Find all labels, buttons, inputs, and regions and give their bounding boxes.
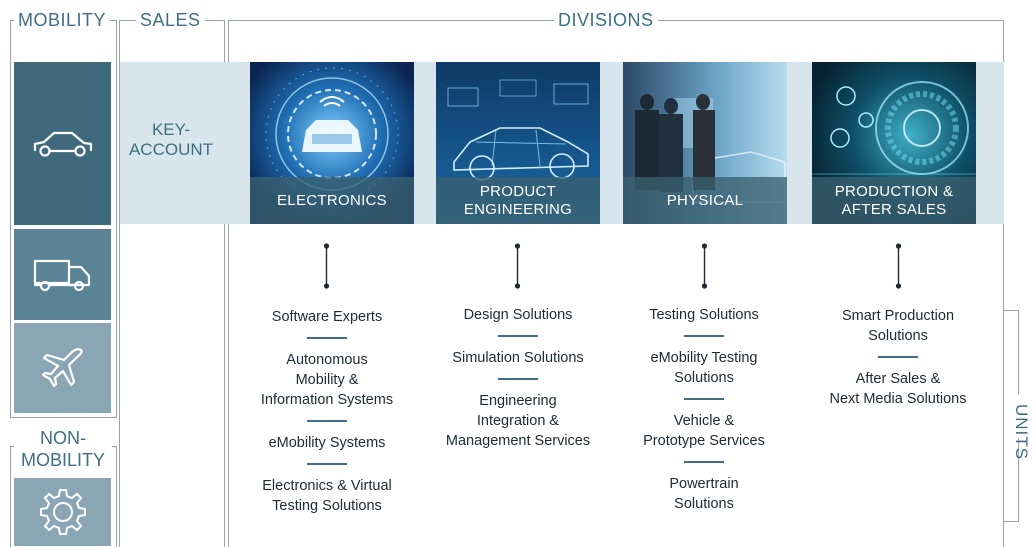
- units-electronics: Software Experts Autonomous Mobility & I…: [242, 307, 412, 516]
- unit-separator: [498, 335, 538, 337]
- mobility-tile-airplane[interactable]: [14, 323, 111, 413]
- mobility-frame: MOBILITY: [10, 10, 117, 418]
- unit-item[interactable]: After Sales & Next Media Solutions: [829, 371, 967, 407]
- unit-separator: [684, 461, 724, 463]
- gear-icon: [39, 489, 86, 535]
- divisions-frame: DIVISIONS: [228, 10, 1004, 547]
- division-physical[interactable]: PHYSICAL: [623, 62, 787, 224]
- unit-separator: [307, 420, 347, 422]
- unit-item[interactable]: eMobility Systems: [268, 435, 386, 451]
- truck-icon: [33, 259, 90, 291]
- connector-electronics: [323, 243, 330, 289]
- key-account-label: KEY- ACCOUNT: [128, 120, 214, 159]
- divisions-title: DIVISIONS: [554, 10, 658, 30]
- units-bracket: [1004, 310, 1034, 522]
- unit-item[interactable]: Software Experts: [271, 309, 383, 325]
- unit-item[interactable]: eMobility Testing Solutions: [650, 350, 758, 386]
- sales-title: SALES: [136, 10, 205, 30]
- mobility-tile-car[interactable]: [14, 62, 111, 225]
- division-label: PHYSICAL: [623, 177, 787, 224]
- mobility-tile-truck[interactable]: [14, 229, 111, 320]
- non-mobility-title: NON- MOBILITY: [14, 427, 112, 471]
- unit-item[interactable]: Design Solutions: [463, 307, 573, 323]
- unit-item[interactable]: Powertrain Solutions: [669, 476, 739, 512]
- units-label: UNITS: [1012, 404, 1031, 460]
- unit-item[interactable]: Engineering Integration & Management Ser…: [445, 393, 591, 449]
- units-product-engineering: Design Solutions Simulation Solutions En…: [433, 305, 603, 451]
- unit-item[interactable]: Smart Production Solutions: [841, 308, 955, 344]
- non-mobility-tile-gear[interactable]: [14, 478, 111, 546]
- mobility-title: MOBILITY: [14, 10, 111, 30]
- units-production-after-sales: Smart Production Solutions After Sales &…: [813, 306, 983, 409]
- division-label: PRODUCTION &AFTER SALES: [812, 177, 976, 224]
- unit-separator: [307, 463, 347, 465]
- connector-product-engineering: [514, 243, 521, 289]
- connector-physical: [701, 243, 708, 289]
- unit-item[interactable]: Electronics & Virtual Testing Solutions: [262, 478, 392, 514]
- units-physical: Testing Solutions eMobility Testing Solu…: [619, 305, 789, 514]
- car-icon: [33, 131, 92, 157]
- division-production-after-sales[interactable]: PRODUCTION &AFTER SALES: [812, 62, 976, 224]
- unit-separator: [878, 356, 918, 358]
- connector-production-after-sales: [895, 243, 902, 289]
- unit-item[interactable]: Testing Solutions: [649, 307, 759, 323]
- unit-item[interactable]: Simulation Solutions: [452, 350, 584, 366]
- unit-item[interactable]: Vehicle & Prototype Services: [643, 413, 765, 449]
- unit-separator: [498, 378, 538, 380]
- unit-separator: [684, 335, 724, 337]
- division-label: ELECTRONICS: [250, 177, 414, 224]
- unit-separator: [684, 398, 724, 400]
- division-electronics[interactable]: ELECTRONICS: [250, 62, 414, 224]
- unit-separator: [307, 337, 347, 339]
- sales-frame: SALES: [119, 10, 225, 547]
- unit-item[interactable]: Autonomous Mobility & Information System…: [260, 352, 394, 408]
- airplane-icon: [41, 348, 83, 388]
